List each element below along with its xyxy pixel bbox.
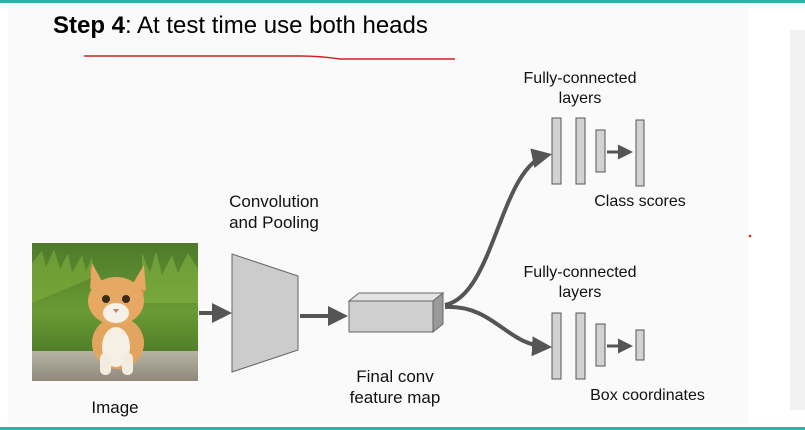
red-dot <box>748 234 752 238</box>
slide-edge <box>790 30 805 410</box>
conv-pool-block <box>231 253 299 373</box>
frame-bottom-border <box>0 427 805 430</box>
label-fc-bottom-line2: layers <box>558 284 602 301</box>
label-fc-bottom-line1: Fully-connected <box>523 264 637 281</box>
slide-title: Step 4: At test time use both heads <box>53 12 428 40</box>
label-final-line2: feature map <box>349 388 441 407</box>
arrow-to-box-head <box>444 304 552 357</box>
frame-top-border <box>0 0 805 3</box>
feature-map-block <box>347 291 445 334</box>
label-convolution-pooling: Convolution and Pooling <box>204 191 344 233</box>
label-box-coordinates: Box coordinates <box>590 387 705 404</box>
cat-image <box>32 243 198 381</box>
label-fc-bottom: Fully-connected layers <box>505 263 655 303</box>
label-final-conv-feature-map: Final conv feature map <box>330 366 460 408</box>
fc-layers-top <box>551 117 645 187</box>
fc-layers-bottom <box>551 312 645 380</box>
label-fc-top-line1: Fully-connected <box>523 70 637 87</box>
label-fc-top: Fully-connected layers <box>505 69 655 109</box>
label-class-scores: Class scores <box>594 193 686 210</box>
arrow-to-class-head <box>444 148 552 307</box>
title-rest: : At test time use both heads <box>125 12 428 39</box>
title-underline <box>84 55 455 60</box>
label-fc-top-line2: layers <box>558 90 602 107</box>
label-final-line1: Final conv <box>356 367 434 386</box>
title-step: Step 4 <box>53 12 126 39</box>
label-conv-line2: and Pooling <box>229 213 319 232</box>
label-image: Image <box>91 398 139 417</box>
label-conv-line1: Convolution <box>229 192 319 211</box>
